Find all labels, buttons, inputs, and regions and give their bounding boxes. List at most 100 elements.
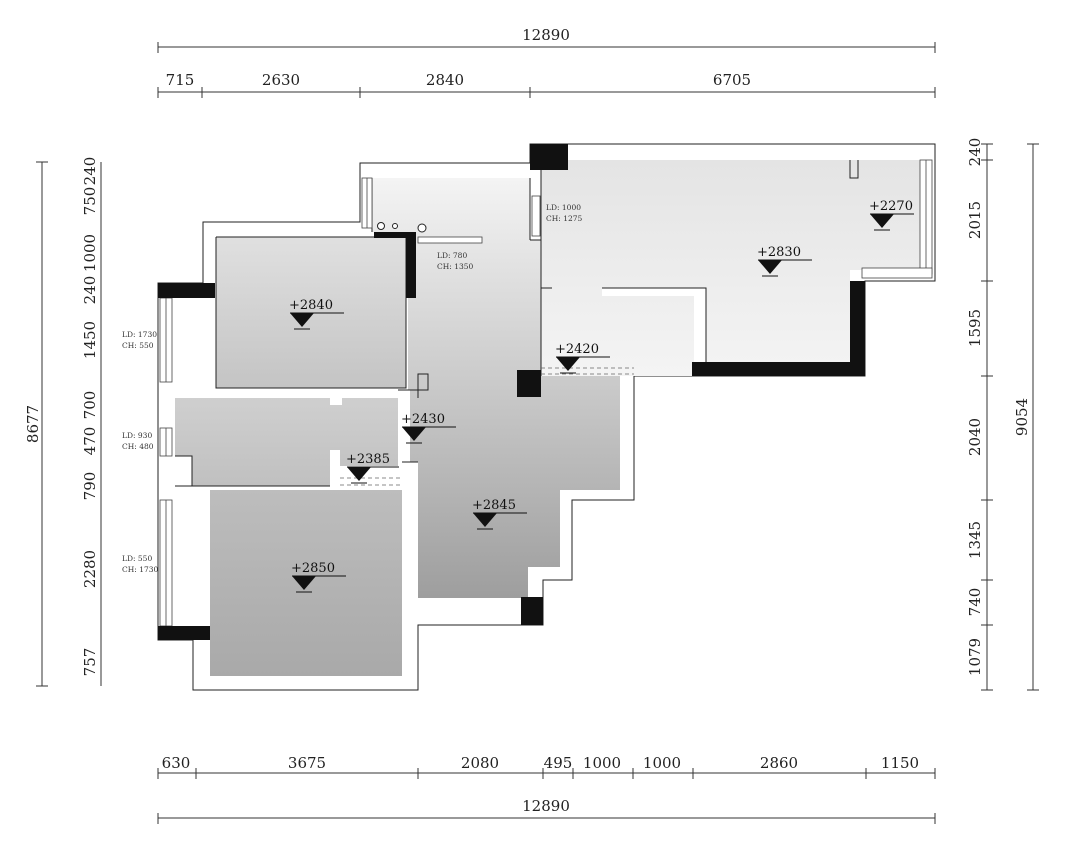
rooms xyxy=(175,160,920,676)
level-marker: +2420 xyxy=(555,342,610,374)
wall-line xyxy=(849,160,859,179)
level-triangle-icon xyxy=(402,427,426,441)
column xyxy=(521,597,543,625)
left-seg-label: 757 xyxy=(81,648,99,677)
level-label: +2830 xyxy=(757,245,801,260)
left-seg-label: 790 xyxy=(81,472,99,501)
bottom-seg-label: 1000 xyxy=(643,754,681,772)
left-seg-label: 750 xyxy=(81,187,99,216)
right-dimensions: 240 2015 1595 2040 1345 740 1079 9054 xyxy=(966,138,1039,691)
right-seg-label: 1345 xyxy=(966,521,984,559)
fixture-circle xyxy=(417,223,427,233)
column xyxy=(158,626,210,640)
level-marker: +2845 xyxy=(472,498,527,530)
bottom-seg-label: 495 xyxy=(544,754,573,772)
level-marker: +2830 xyxy=(757,245,812,277)
window-note-ld: LD: 780 xyxy=(437,251,467,260)
level-label: +2270 xyxy=(869,199,913,214)
column xyxy=(517,370,541,397)
column xyxy=(374,232,416,238)
level-label: +2420 xyxy=(555,342,599,357)
right-seg-label: 740 xyxy=(966,588,984,617)
left-seg-label: 700 xyxy=(81,391,99,420)
top-seg-label: 6705 xyxy=(713,71,751,89)
level-triangle-icon xyxy=(758,260,782,274)
column xyxy=(850,281,865,376)
window-note-ch: CH: 550 xyxy=(122,341,154,350)
level-label: +2840 xyxy=(289,298,333,313)
structural-columns xyxy=(158,144,865,640)
top-dimensions: 12890 715 2630 2840 6705 xyxy=(157,26,936,98)
level-triangle-icon xyxy=(556,357,580,371)
wall-line xyxy=(215,236,407,389)
right-seg-label: 2040 xyxy=(966,418,984,456)
fixture-circle xyxy=(392,223,398,229)
level-triangle-icon xyxy=(292,576,316,590)
room-kitchen xyxy=(372,178,620,598)
window xyxy=(531,195,541,237)
level-label: +2845 xyxy=(472,498,516,513)
bottom-seg-label: 1150 xyxy=(881,754,919,772)
window-note-ch: CH: 480 xyxy=(122,442,154,451)
window-note-ch: CH: 1730 xyxy=(122,565,159,574)
bottom-dimensions: 630 3675 2080 495 1000 1000 2860 1150 12… xyxy=(157,754,936,824)
column xyxy=(530,144,568,170)
level-triangle-icon xyxy=(290,313,314,327)
level-marker: +2430 xyxy=(401,412,456,444)
windows xyxy=(159,159,933,627)
left-seg-label: 240 xyxy=(81,157,99,186)
window-notes: LD: 1000 CH: 1275 LD: 780 CH: 1350 LD: 1… xyxy=(122,203,583,574)
window-note-ld: LD: 1000 xyxy=(546,203,581,212)
level-label: +2850 xyxy=(291,561,335,576)
window-note-ch: CH: 1275 xyxy=(546,214,583,223)
level-marker: +2850 xyxy=(291,561,346,593)
level-label: +2430 xyxy=(401,412,445,427)
top-seg-label: 2840 xyxy=(426,71,464,89)
top-overall-label: 12890 xyxy=(522,26,570,44)
bottom-seg-label: 3675 xyxy=(288,754,326,772)
wall-line xyxy=(417,373,429,391)
window-note-ld: LD: 1730 xyxy=(122,330,157,339)
bottom-overall-label: 12890 xyxy=(522,797,570,815)
fixture-circle xyxy=(377,222,385,230)
left-overall-label: 8677 xyxy=(24,405,42,443)
right-overall-label: 9054 xyxy=(1013,398,1031,436)
column xyxy=(692,362,865,376)
dashed-lines xyxy=(340,367,634,486)
room-bath xyxy=(175,398,398,486)
column xyxy=(158,283,215,298)
left-seg-label: 1000 xyxy=(81,234,99,272)
bottom-seg-label: 1000 xyxy=(583,754,621,772)
room-north-east xyxy=(541,160,920,376)
wall-line xyxy=(602,287,707,362)
right-seg-label: 2015 xyxy=(966,201,984,239)
right-seg-label: 240 xyxy=(966,138,984,167)
right-seg-label: 1079 xyxy=(966,638,984,676)
bottom-seg-label: 2860 xyxy=(760,754,798,772)
bottom-seg-label: 2080 xyxy=(461,754,499,772)
left-seg-label: 470 xyxy=(81,427,99,456)
level-marker: +2385 xyxy=(346,452,399,484)
window-note-ld: LD: 930 xyxy=(122,431,152,440)
interior-walls xyxy=(175,160,859,487)
window-note-ld: LD: 550 xyxy=(122,554,152,563)
window-note-ch: CH: 1350 xyxy=(437,262,474,271)
top-seg-label: 2630 xyxy=(262,71,300,89)
left-dimensions: 8677 240 750 1000 240 1450 700 470 790 2… xyxy=(24,157,102,687)
bottom-seg-label: 630 xyxy=(162,754,191,772)
top-seg-label: 715 xyxy=(166,71,195,89)
left-seg-label: 1450 xyxy=(81,321,99,359)
level-triangle-icon xyxy=(870,214,894,228)
level-triangle-icon xyxy=(347,467,371,481)
left-seg-label: 240 xyxy=(81,276,99,305)
counter xyxy=(417,236,483,244)
level-marker: +2270 xyxy=(869,199,914,231)
level-markers: +2840 +2830 +2270 +2420 +2430 xyxy=(289,199,914,593)
level-triangle-icon xyxy=(473,513,497,527)
level-marker: +2840 xyxy=(289,298,344,330)
fixtures xyxy=(377,222,427,233)
level-label: +2385 xyxy=(346,452,390,467)
window xyxy=(861,267,933,279)
column xyxy=(406,232,416,298)
